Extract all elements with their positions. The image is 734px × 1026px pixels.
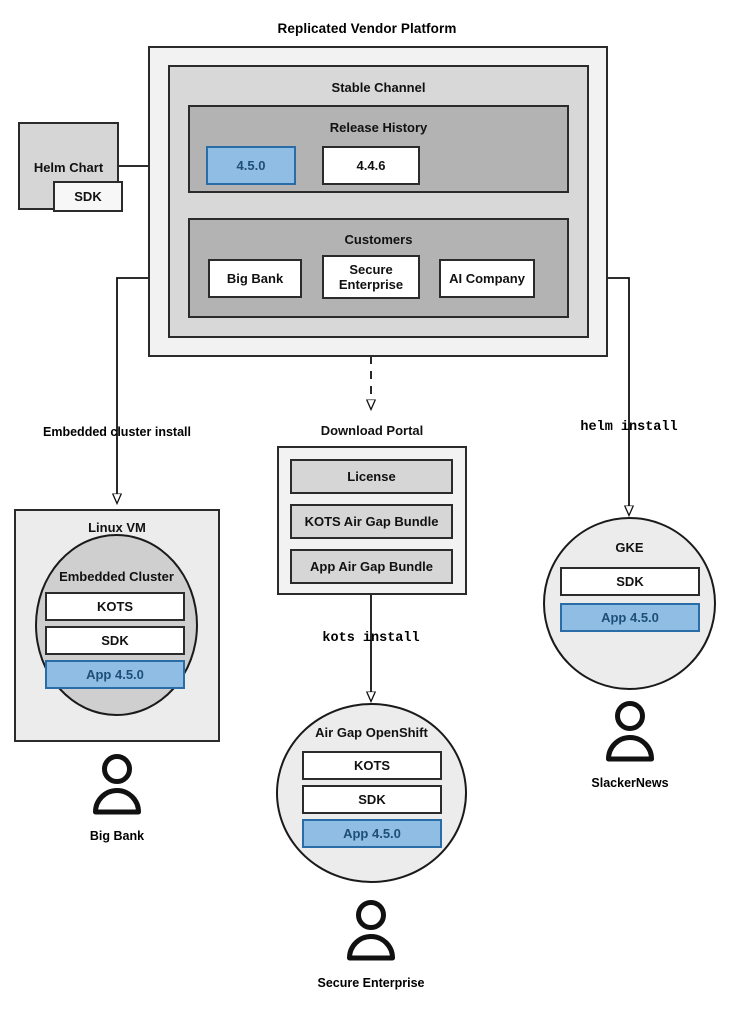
portal-artifact-label: KOTS Air Gap Bundle: [304, 514, 439, 529]
user-icon: [606, 701, 654, 762]
env-component-sdk[interactable]: SDK: [302, 785, 442, 814]
release-version-label: 4.4.6: [356, 158, 386, 173]
persona-big-bank-label: Big Bank: [89, 828, 145, 843]
release-version-label: 4.5.0: [236, 158, 266, 173]
page-title: Replicated Vendor Platform: [277, 20, 457, 36]
portal-artifact-license[interactable]: License: [290, 459, 453, 494]
user-icon: [347, 900, 395, 961]
helm-chart-sdk-box[interactable]: SDK: [53, 181, 123, 212]
persona-big-bank: [87, 753, 147, 815]
persona-secure-enterprise-label: Secure Enterprise: [317, 975, 425, 990]
env-component-app[interactable]: App 4.5.0: [45, 660, 185, 689]
env-component-sdk[interactable]: SDK: [560, 567, 700, 596]
env-gke-label: GKE: [615, 539, 644, 555]
env-component-label: KOTS: [353, 758, 391, 773]
helm-chart-sdk-label: SDK: [74, 189, 102, 204]
env-air-gap-openshift-label: Air Gap OpenShift: [315, 724, 428, 740]
env-component-label: App 4.5.0: [601, 610, 659, 625]
portal-artifact-kots-air-gap-bundle[interactable]: KOTS Air Gap Bundle: [290, 504, 453, 539]
env-component-kots[interactable]: KOTS: [45, 592, 185, 621]
customer-secure-enterprise[interactable]: Secure Enterprise: [322, 255, 420, 299]
persona-slackernews-label: SlackerNews: [591, 775, 669, 790]
portal-artifact-app-air-gap-bundle[interactable]: App Air Gap Bundle: [290, 549, 453, 584]
release-4-4-6[interactable]: 4.4.6: [322, 146, 420, 185]
edge-label-embedded-cluster-install: Embedded cluster install: [43, 424, 191, 439]
customer-name-label: Big Bank: [226, 271, 284, 286]
download-portal-label: Download Portal: [320, 422, 424, 438]
env-component-sdk[interactable]: SDK: [45, 626, 185, 655]
customer-ai-company[interactable]: AI Company: [439, 259, 535, 298]
user-icon: [93, 754, 141, 815]
release-4-5-0[interactable]: 4.5.0: [206, 146, 296, 185]
portal-artifact-label: License: [347, 469, 396, 484]
customer-name-label: Secure Enterprise: [338, 262, 404, 292]
env-component-label: App 4.5.0: [86, 667, 144, 682]
env-component-app[interactable]: App 4.5.0: [560, 603, 700, 632]
env-linux-vm-label: Linux VM: [88, 519, 146, 535]
env-component-label: KOTS: [96, 599, 134, 614]
persona-secure-enterprise: [341, 899, 401, 961]
portal-artifact-label: App Air Gap Bundle: [309, 559, 434, 574]
customers-label: Customers: [344, 231, 413, 247]
persona-slackernews: [600, 700, 660, 762]
edge-label-kots-install: kots install: [322, 630, 420, 646]
env-component-label: SDK: [616, 574, 644, 589]
env-component-label: App 4.5.0: [343, 826, 401, 841]
helm-chart-label: Helm Chart: [33, 160, 104, 175]
env-component-label: SDK: [358, 792, 386, 807]
env-component-kots[interactable]: KOTS: [302, 751, 442, 780]
edge-label-helm-install: helm install: [580, 419, 678, 435]
release-history-label: Release History: [329, 119, 428, 135]
env-component-label: SDK: [101, 633, 129, 648]
stable-channel-label: Stable Channel: [331, 79, 426, 95]
customer-big-bank[interactable]: Big Bank: [208, 259, 302, 298]
env-component-app[interactable]: App 4.5.0: [302, 819, 442, 848]
customer-name-label: AI Company: [449, 271, 525, 286]
embedded-cluster-label: Embedded Cluster: [59, 568, 174, 584]
